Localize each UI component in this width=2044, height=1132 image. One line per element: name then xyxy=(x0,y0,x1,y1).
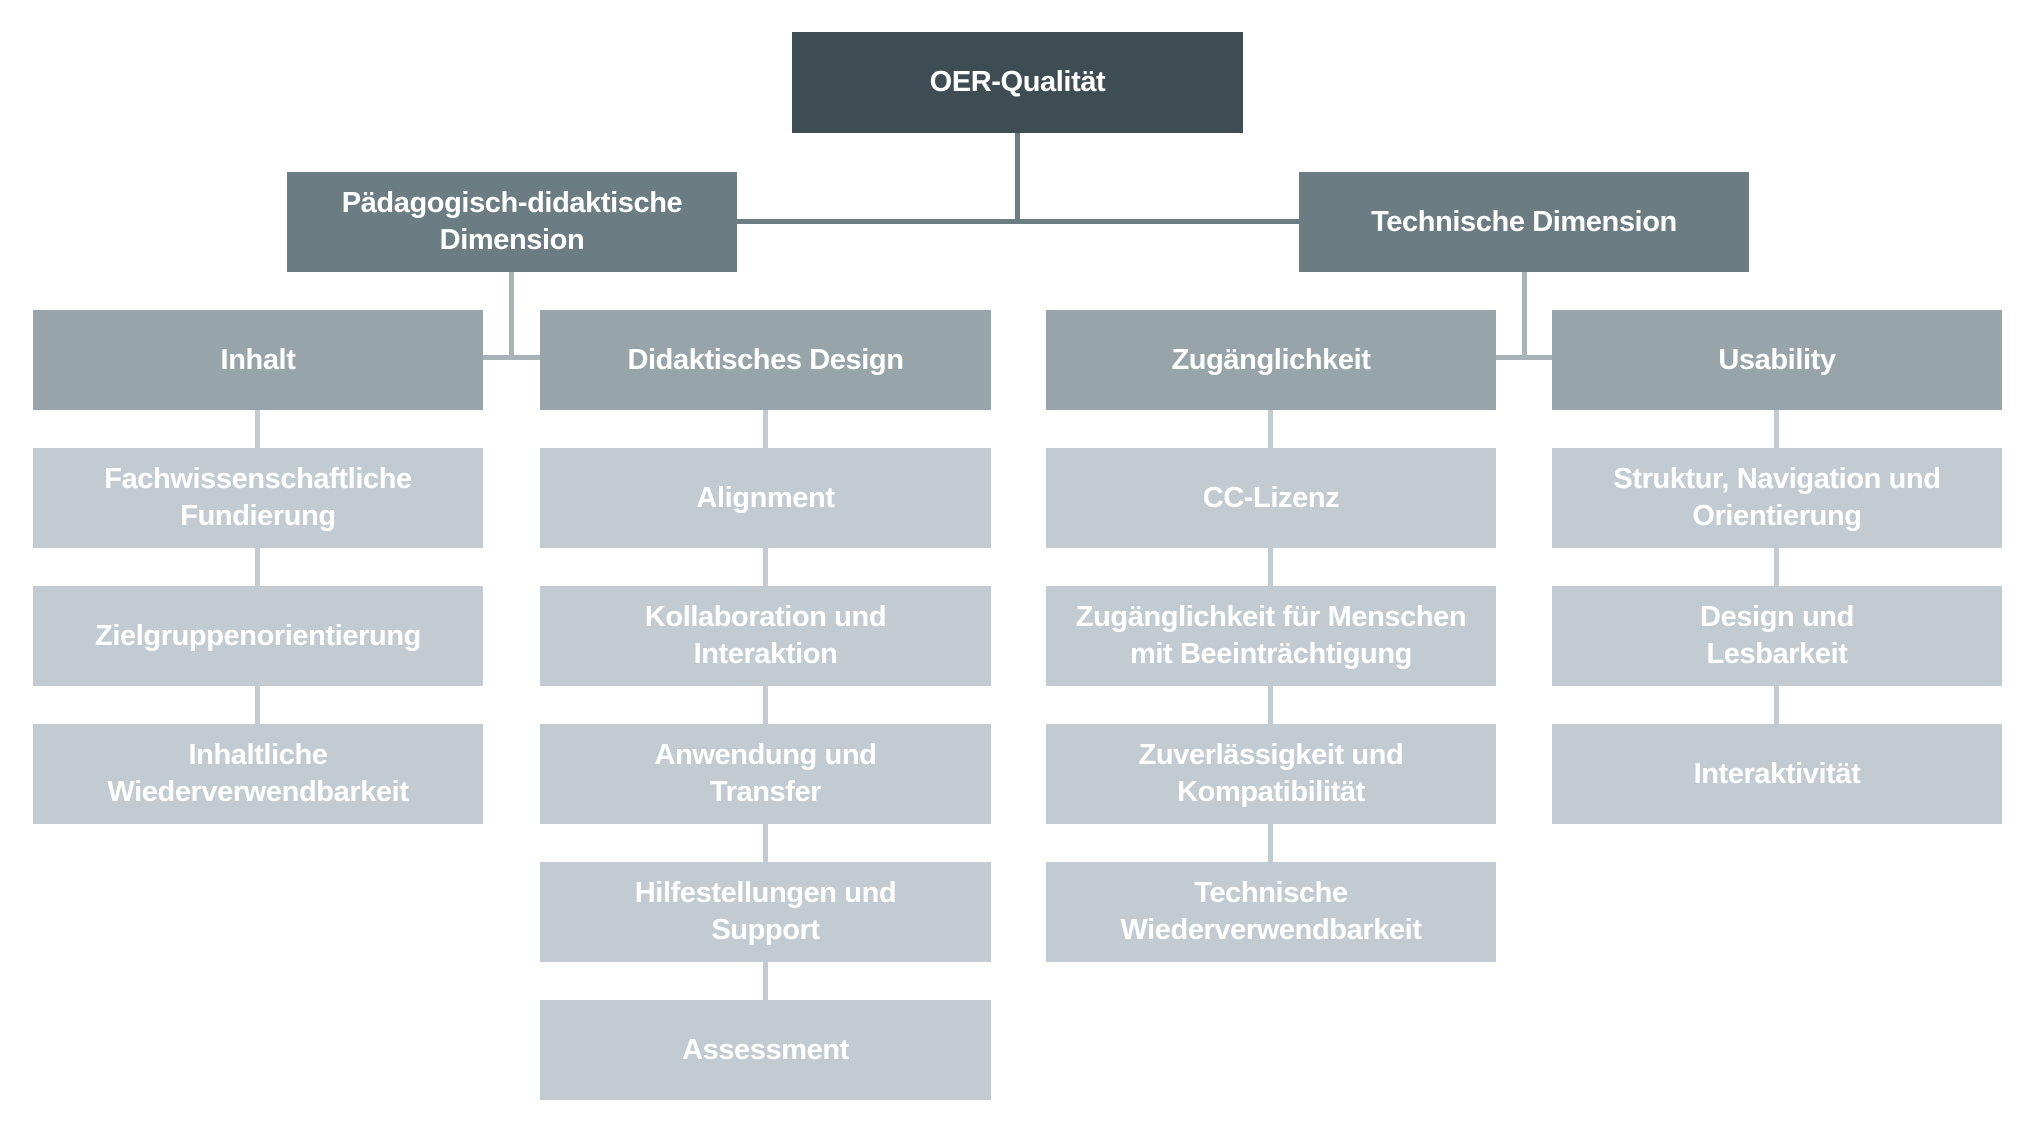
connector-line xyxy=(763,824,768,862)
node-zugaenglichkeit: Zugänglichkeit xyxy=(1046,310,1496,410)
node-design-und-lesbarkeit: Design und Lesbarkeit xyxy=(1552,586,2002,686)
connector-line xyxy=(483,355,540,360)
node-inhalt: Inhalt xyxy=(33,310,483,410)
connector-line xyxy=(1268,548,1273,586)
connector-line xyxy=(1774,548,1779,586)
connector-line xyxy=(1268,686,1273,724)
node-zugaenglichkeit-fuer-menschen: Zugänglichkeit für Menschen mit Beeinträ… xyxy=(1046,586,1496,686)
connector-line xyxy=(763,410,768,448)
node-assessment: Assessment xyxy=(540,1000,991,1100)
connector-line xyxy=(1015,133,1020,224)
connector-line xyxy=(1268,410,1273,448)
node-technische-dimension: Technische Dimension xyxy=(1299,172,1749,272)
node-hilfestellungen-und-support: Hilfestellungen und Support xyxy=(540,862,991,962)
node-interaktivitaet: Interaktivität xyxy=(1552,724,2002,824)
connector-line xyxy=(737,219,1300,224)
node-oer-qualitaet: OER-Qualität xyxy=(792,32,1243,133)
node-usability: Usability xyxy=(1552,310,2002,410)
node-alignment: Alignment xyxy=(540,448,991,548)
node-paedagogisch-didaktische-dimension: Pädagogisch-didaktische Dimension xyxy=(287,172,737,272)
connector-line xyxy=(1268,824,1273,862)
node-inhaltliche-wiederverwendbarkeit: Inhaltliche Wiederverwendbarkeit xyxy=(33,724,483,824)
connector-line xyxy=(763,686,768,724)
connector-line xyxy=(763,962,768,1000)
node-fachwissenschaftliche-fundierung: Fachwissenschaftliche Fundierung xyxy=(33,448,483,548)
node-anwendung-und-transfer: Anwendung und Transfer xyxy=(540,724,991,824)
node-cc-lizenz: CC-Lizenz xyxy=(1046,448,1496,548)
connector-line xyxy=(255,686,260,724)
node-zielgruppenorientierung: Zielgruppenorientierung xyxy=(33,586,483,686)
connector-line xyxy=(1522,272,1527,360)
node-didaktisches-design: Didaktisches Design xyxy=(540,310,991,410)
connector-line xyxy=(255,548,260,586)
connector-line xyxy=(255,410,260,448)
connector-line xyxy=(1774,686,1779,724)
node-zuverlaessigkeit-und-kompatibilitaet: Zuverlässigkeit und Kompatibilität xyxy=(1046,724,1496,824)
node-kollaboration-und-interaktion: Kollaboration und Interaktion xyxy=(540,586,991,686)
connector-line xyxy=(1774,410,1779,448)
connector-line xyxy=(509,272,514,360)
node-struktur-navigation-orientierung: Struktur, Navigation und Orientierung xyxy=(1552,448,2002,548)
connector-line xyxy=(1496,355,1552,360)
connector-line xyxy=(763,548,768,586)
node-technische-wiederverwendbarkeit: Technische Wiederverwendbarkeit xyxy=(1046,862,1496,962)
